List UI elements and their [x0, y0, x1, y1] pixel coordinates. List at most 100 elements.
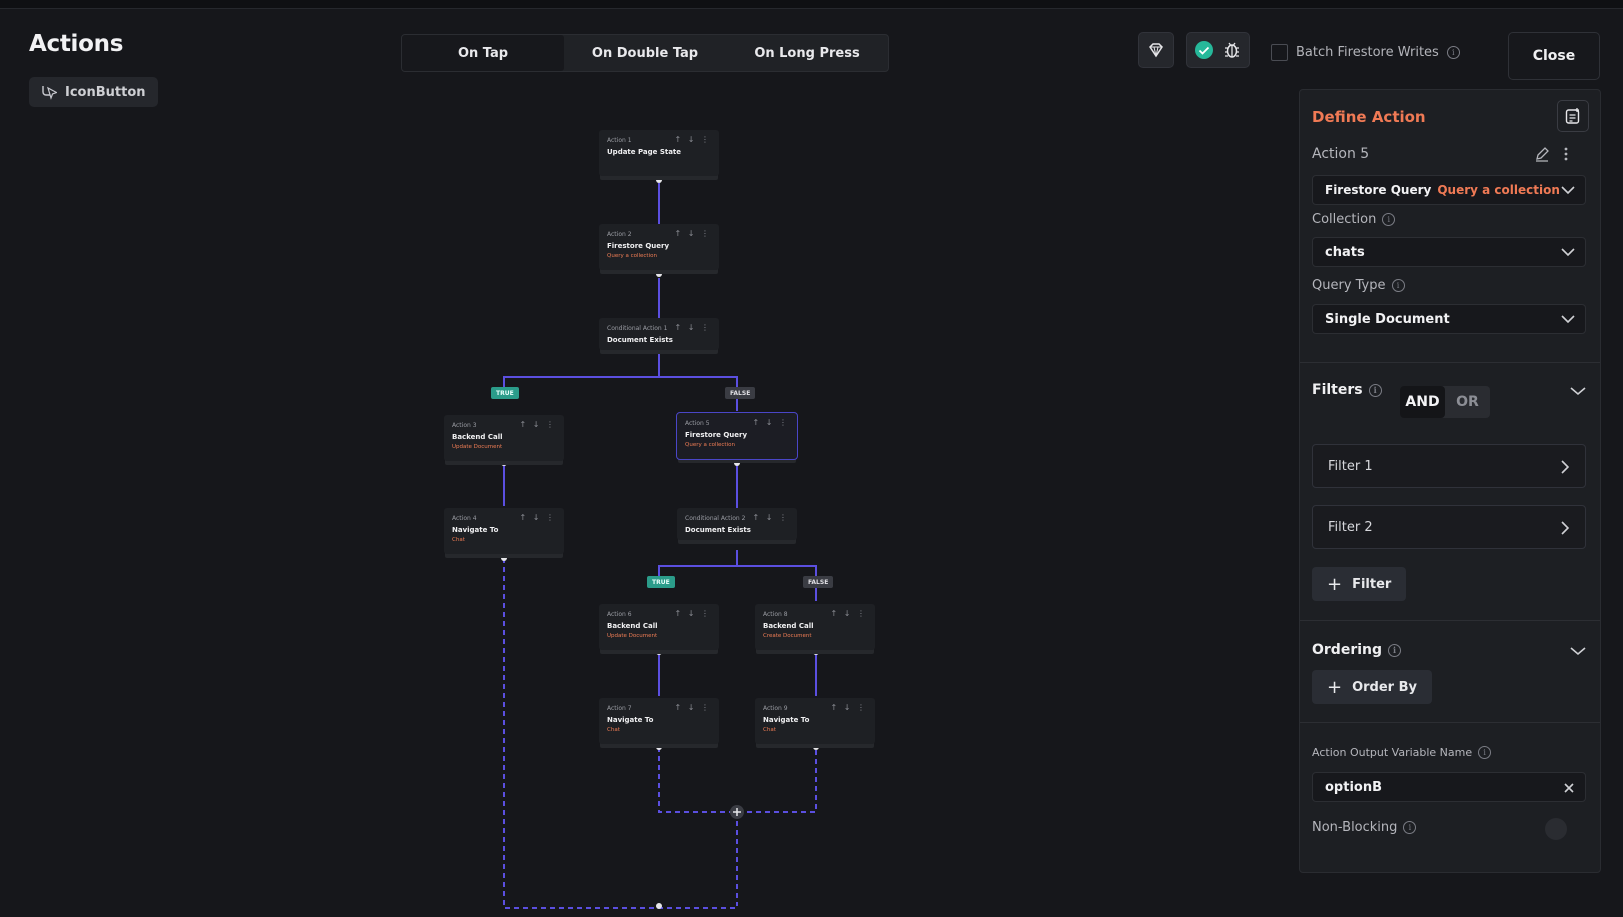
- info-icon: i: [1368, 383, 1382, 397]
- node-controls[interactable]: ↑ ↓ ⋮: [674, 229, 711, 238]
- panel-title: Define Action: [1312, 108, 1426, 126]
- action-node-a7[interactable]: Action 7 Navigate To Chat ↑ ↓ ⋮: [599, 698, 719, 744]
- plus-icon: +: [1327, 573, 1343, 595]
- ai-action-button[interactable]: [1138, 32, 1174, 68]
- batch-writes-checkbox[interactable]: [1271, 44, 1288, 61]
- check-circle-icon[interactable]: [1194, 40, 1214, 60]
- node-controls[interactable]: ↑ ↓ ⋮: [830, 609, 867, 618]
- false-branch-badge: FALSE: [725, 387, 756, 399]
- info-icon: i: [1388, 643, 1402, 657]
- node-controls[interactable]: ↑ ↓ ⋮: [752, 418, 789, 427]
- collection-label: Collection: [1312, 212, 1377, 227]
- conditional-node-c1[interactable]: Conditional Action 1 Document Exists ↑ ↓…: [599, 318, 719, 350]
- info-icon: i: [1446, 46, 1460, 59]
- action-name: Action 5: [1312, 146, 1370, 162]
- conditional-node-c2[interactable]: Conditional Action 2 Document Exists ↑ ↓…: [677, 508, 797, 540]
- chevron-down-icon: [1561, 315, 1575, 324]
- add-step-dot: [813, 744, 819, 750]
- true-branch-badge: TRUE: [491, 387, 519, 399]
- and-option[interactable]: AND: [1400, 386, 1445, 418]
- chevron-right-icon: [1561, 521, 1569, 535]
- query-type-dropdown[interactable]: Single Document: [1312, 304, 1586, 334]
- node-title: Document Exists: [607, 336, 673, 344]
- and-or-toggle: AND OR: [1400, 386, 1490, 418]
- node-controls[interactable]: ↑ ↓ ⋮: [674, 323, 711, 332]
- filter-row[interactable]: Filter 2: [1312, 505, 1586, 549]
- query-type-value: Single Document: [1325, 311, 1450, 327]
- action-node-a9[interactable]: Action 9 Navigate To Chat ↑ ↓ ⋮: [755, 698, 875, 744]
- non-blocking-label-row: Non-Blocking i: [1312, 820, 1417, 835]
- collection-value: chats: [1325, 244, 1365, 260]
- plus-icon: +: [1327, 676, 1343, 698]
- document-add-icon: [1565, 108, 1580, 124]
- bug-icon[interactable]: [1222, 40, 1242, 60]
- non-blocking-toggle[interactable]: [1545, 818, 1567, 840]
- node-controls[interactable]: ↑ ↓ ⋮: [674, 609, 711, 618]
- node-controls[interactable]: ↑ ↓ ⋮: [674, 135, 711, 144]
- info-icon: i: [1403, 821, 1417, 834]
- or-option[interactable]: OR: [1456, 394, 1479, 410]
- widget-tree-icon: [42, 86, 57, 100]
- add-filter-button[interactable]: + Filter: [1312, 567, 1407, 601]
- tab-on-tap[interactable]: On Tap: [402, 35, 564, 71]
- node-subtitle: Query a collection: [685, 442, 735, 448]
- widget-chip[interactable]: IconButton: [29, 77, 158, 107]
- node-controls[interactable]: ↑ ↓ ⋮: [519, 513, 556, 522]
- info-icon: i: [1391, 279, 1405, 292]
- validation-debug-group: [1186, 32, 1250, 68]
- output-var-input[interactable]: optionB: [1312, 772, 1586, 802]
- node-title: Update Page State: [607, 148, 682, 156]
- add-step-dot: [501, 555, 507, 561]
- action-node-a5-selected[interactable]: Action 5 Firestore Query Query a collect…: [676, 412, 798, 460]
- gem-sparkle-icon: [1149, 43, 1163, 58]
- action-node-a3[interactable]: Action 3 Backend Call Update Document ↑ …: [444, 415, 564, 461]
- action-node-a8[interactable]: Action 8 Backend Call Create Document ↑ …: [755, 604, 875, 650]
- node-controls[interactable]: ↑ ↓ ⋮: [752, 513, 789, 522]
- chevron-down-icon[interactable]: [1570, 646, 1586, 656]
- filter-row[interactable]: Filter 1: [1312, 444, 1586, 488]
- action-node-a2[interactable]: Action 2 Firestore Query Query a collect…: [599, 224, 719, 270]
- node-label: Action 1: [607, 137, 632, 144]
- add-step-dot: [656, 903, 662, 909]
- define-action-panel: Define Action Action 5 Firestore Query Q…: [1299, 89, 1601, 873]
- chevron-down-icon: [1561, 248, 1575, 257]
- node-controls[interactable]: ↑ ↓ ⋮: [830, 703, 867, 712]
- chevron-down-icon[interactable]: [1570, 386, 1586, 396]
- action-node-a4[interactable]: Action 4 Navigate To Chat ↑ ↓ ⋮: [444, 508, 564, 554]
- merge-add-button: [730, 805, 744, 819]
- action-library-button[interactable]: [1557, 100, 1589, 132]
- node-label: Action 3: [452, 422, 477, 429]
- node-controls[interactable]: ↑ ↓ ⋮: [519, 420, 556, 429]
- clear-icon[interactable]: [1563, 782, 1575, 794]
- window-top-bar: [0, 0, 1623, 9]
- collection-label-row: Collection i: [1312, 212, 1396, 227]
- node-label: Action 4: [452, 515, 477, 522]
- true-branch-badge: TRUE: [647, 576, 675, 588]
- node-label: Action 8: [763, 611, 788, 618]
- ordering-header: Ordering i: [1312, 642, 1402, 658]
- order-by-button[interactable]: + Order By: [1312, 670, 1432, 704]
- divider: [1300, 362, 1600, 363]
- action-node-a1[interactable]: Action 1 Update Page State ↑ ↓ ⋮: [599, 130, 719, 176]
- node-controls[interactable]: ↑ ↓ ⋮: [674, 703, 711, 712]
- tab-on-double-tap[interactable]: On Double Tap: [591, 45, 699, 61]
- info-icon: i: [1478, 746, 1492, 759]
- filter-label: Filter 2: [1328, 519, 1373, 535]
- page-title: Actions: [29, 31, 124, 57]
- node-label: Action 9: [763, 705, 788, 712]
- action-type-subtitle: Query a collection: [1437, 183, 1560, 197]
- filters-label: Filters: [1312, 382, 1363, 398]
- collection-dropdown[interactable]: chats: [1312, 237, 1586, 267]
- filter-label: Filter 1: [1328, 458, 1373, 474]
- divider: [1300, 620, 1600, 621]
- close-button[interactable]: Close: [1508, 32, 1600, 80]
- edit-icon[interactable]: [1534, 146, 1550, 162]
- tab-on-long-press[interactable]: On Long Press: [754, 45, 860, 61]
- batch-writes-label: Batch Firestore Writes: [1296, 45, 1439, 60]
- node-label: Action 2: [607, 231, 632, 238]
- action-type-dropdown[interactable]: Firestore Query Query a collection: [1312, 175, 1586, 205]
- false-branch-badge: FALSE: [803, 576, 834, 588]
- node-subtitle: Create Document: [763, 633, 812, 639]
- action-node-a6[interactable]: Action 6 Backend Call Update Document ↑ …: [599, 604, 719, 650]
- more-vertical-icon[interactable]: [1562, 146, 1570, 162]
